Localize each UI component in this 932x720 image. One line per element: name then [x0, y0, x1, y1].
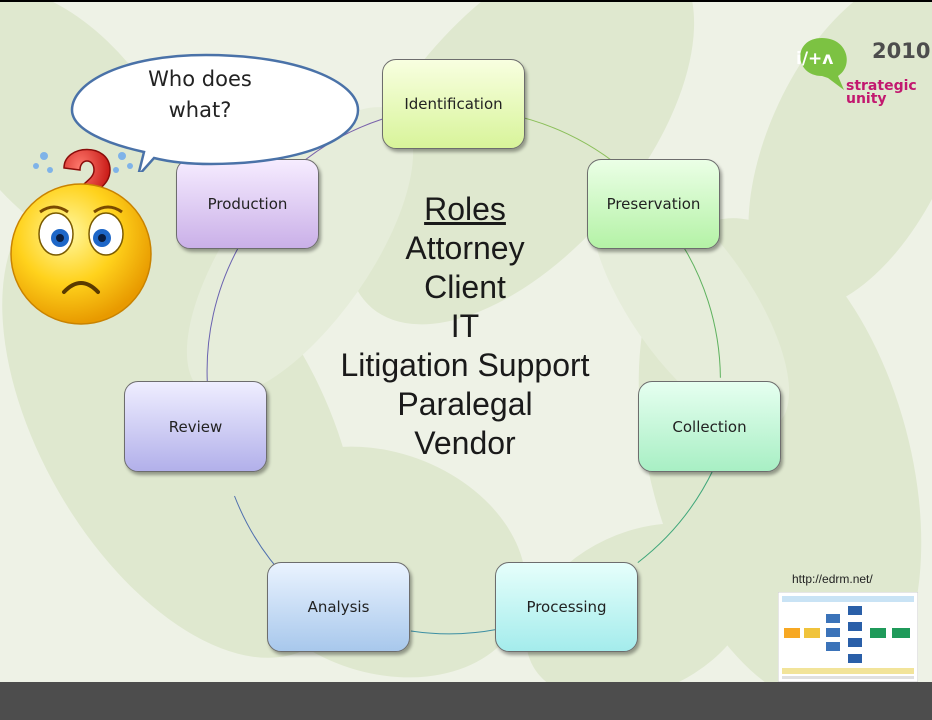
step-analysis-label: Analysis	[307, 598, 370, 616]
role-litigation-support: Litigation Support	[340, 347, 590, 383]
logo-tagline-line2: unity	[846, 91, 887, 107]
step-collection-label: Collection	[672, 417, 747, 436]
roles-title: Roles	[424, 191, 506, 227]
step-review-label: Review	[168, 417, 223, 436]
roles-list: Roles Attorney Client IT Litigation Supp…	[280, 190, 650, 463]
speech-line-1: Who does	[148, 67, 252, 91]
edrm-url: http://edrm.net/	[792, 572, 873, 586]
speech-line-2: what?	[168, 98, 232, 122]
edrm-model-thumbnail	[778, 592, 918, 682]
logo-tagline: strategic unity	[846, 78, 928, 107]
role-attorney: Attorney	[405, 230, 525, 266]
step-review: Review	[124, 381, 267, 472]
role-vendor: Vendor	[414, 425, 516, 461]
step-production: Production	[176, 159, 319, 249]
logo-brand-text: i/+ʌ	[796, 49, 833, 69]
step-collection: Collection	[638, 381, 781, 472]
brand-logo: i/+ʌ	[796, 38, 847, 90]
step-identification: Identification	[382, 59, 525, 149]
logo-tagline-line1: strategic	[846, 78, 917, 94]
role-it: IT	[450, 308, 480, 344]
step-analysis: Analysis	[267, 562, 410, 652]
step-processing-label: Processing	[526, 598, 607, 616]
speech-bubble-text: Who does what?	[120, 64, 280, 126]
footer-bar	[0, 682, 932, 720]
confused-smiley-icon	[10, 148, 152, 325]
logo-year: 2010	[872, 39, 931, 63]
step-preservation: Preservation	[587, 159, 720, 249]
step-production-label: Production	[207, 195, 288, 213]
role-client: Client	[424, 269, 506, 305]
role-paralegal: Paralegal	[397, 386, 533, 422]
step-processing: Processing	[495, 562, 638, 652]
step-identification-label: Identification	[404, 95, 503, 113]
speech-bubble	[70, 53, 360, 172]
step-preservation-label: Preservation	[606, 195, 701, 213]
